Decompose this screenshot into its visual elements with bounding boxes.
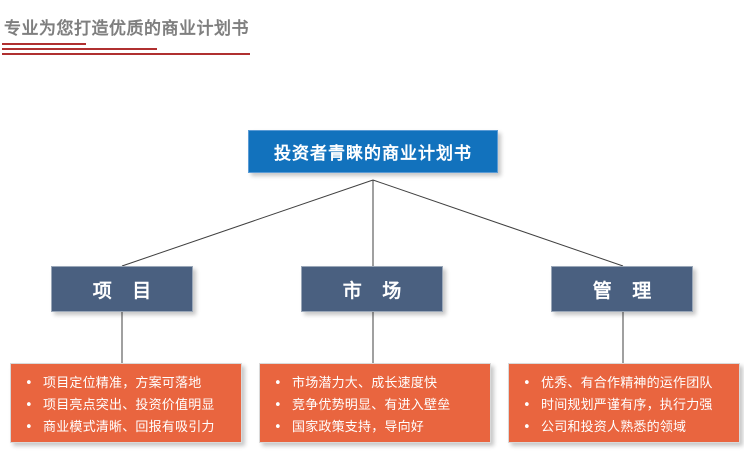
- detail-node-project[interactable]: • 项目定位精准，方案可落地 • 项目亮点突出、投资价值明显 • 商业模式清晰、…: [10, 363, 242, 443]
- header-accent-rule-long: [2, 53, 250, 55]
- list-item: • 商业模式清晰、回报有吸引力: [11, 416, 241, 438]
- bullet-icon: •: [25, 376, 33, 391]
- bullet-icon: •: [523, 398, 531, 413]
- list-item-text: 项目定位精准，方案可落地: [43, 376, 202, 391]
- bullet-icon: •: [274, 398, 282, 413]
- list-item-text: 项目亮点突出、投资价值明显: [43, 398, 215, 413]
- list-item: • 市场潜力大、成长速度快: [260, 372, 490, 394]
- bullet-icon: •: [274, 376, 282, 391]
- list-item: • 时间规划严谨有序，执行力强: [509, 394, 739, 416]
- detail-node-management[interactable]: • 优秀、有合作精神的运作团队 • 时间规划严谨有序，执行力强 • 公司和投资人…: [508, 363, 740, 443]
- list-item-text: 市场潜力大、成长速度快: [292, 376, 438, 391]
- list-item: • 优秀、有合作精神的运作团队: [509, 372, 739, 394]
- list-item: • 国家政策支持，导向好: [260, 416, 490, 438]
- header-accent-rule-short: [2, 43, 86, 45]
- list-item: • 公司和投资人熟悉的领域: [509, 416, 739, 438]
- list-item-text: 商业模式清晰、回报有吸引力: [43, 420, 215, 435]
- bullet-icon: •: [25, 398, 33, 413]
- root-node-label: 投资者青睐的商业计划书: [274, 144, 472, 164]
- bullet-icon: •: [274, 420, 282, 435]
- root-node-box[interactable]: 投资者青睐的商业计划书: [248, 130, 498, 173]
- branch-node-label: 市 场: [342, 279, 409, 302]
- branch-node-market[interactable]: 市 场: [301, 266, 443, 312]
- bullet-icon: •: [523, 420, 531, 435]
- branch-node-label: 管 理: [592, 279, 659, 302]
- list-item-text: 公司和投资人熟悉的领域: [541, 420, 687, 435]
- bullet-icon: •: [523, 376, 531, 391]
- list-item-text: 优秀、有合作精神的运作团队: [541, 376, 713, 391]
- list-item-text: 时间规划严谨有序，执行力强: [541, 398, 713, 413]
- page-title: 专业为您打造优质的商业计划书: [4, 19, 249, 39]
- list-item: • 项目亮点突出、投资价值明显: [11, 394, 241, 416]
- detail-node-market[interactable]: • 市场潜力大、成长速度快 • 竞争优势明显、有进入壁垒 • 国家政策支持，导向…: [259, 363, 491, 443]
- bullet-icon: •: [25, 420, 33, 435]
- branch-node-label: 项 目: [92, 279, 159, 302]
- list-item: • 竞争优势明显、有进入壁垒: [260, 394, 490, 416]
- list-item-text: 竞争优势明显、有进入壁垒: [292, 398, 451, 413]
- list-item-text: 国家政策支持，导向好: [292, 420, 425, 435]
- branch-node-management[interactable]: 管 理: [551, 266, 693, 312]
- list-item: • 项目定位精准，方案可落地: [11, 372, 241, 394]
- header-accent-rule-medium: [2, 48, 157, 50]
- branch-node-project[interactable]: 项 目: [51, 266, 193, 312]
